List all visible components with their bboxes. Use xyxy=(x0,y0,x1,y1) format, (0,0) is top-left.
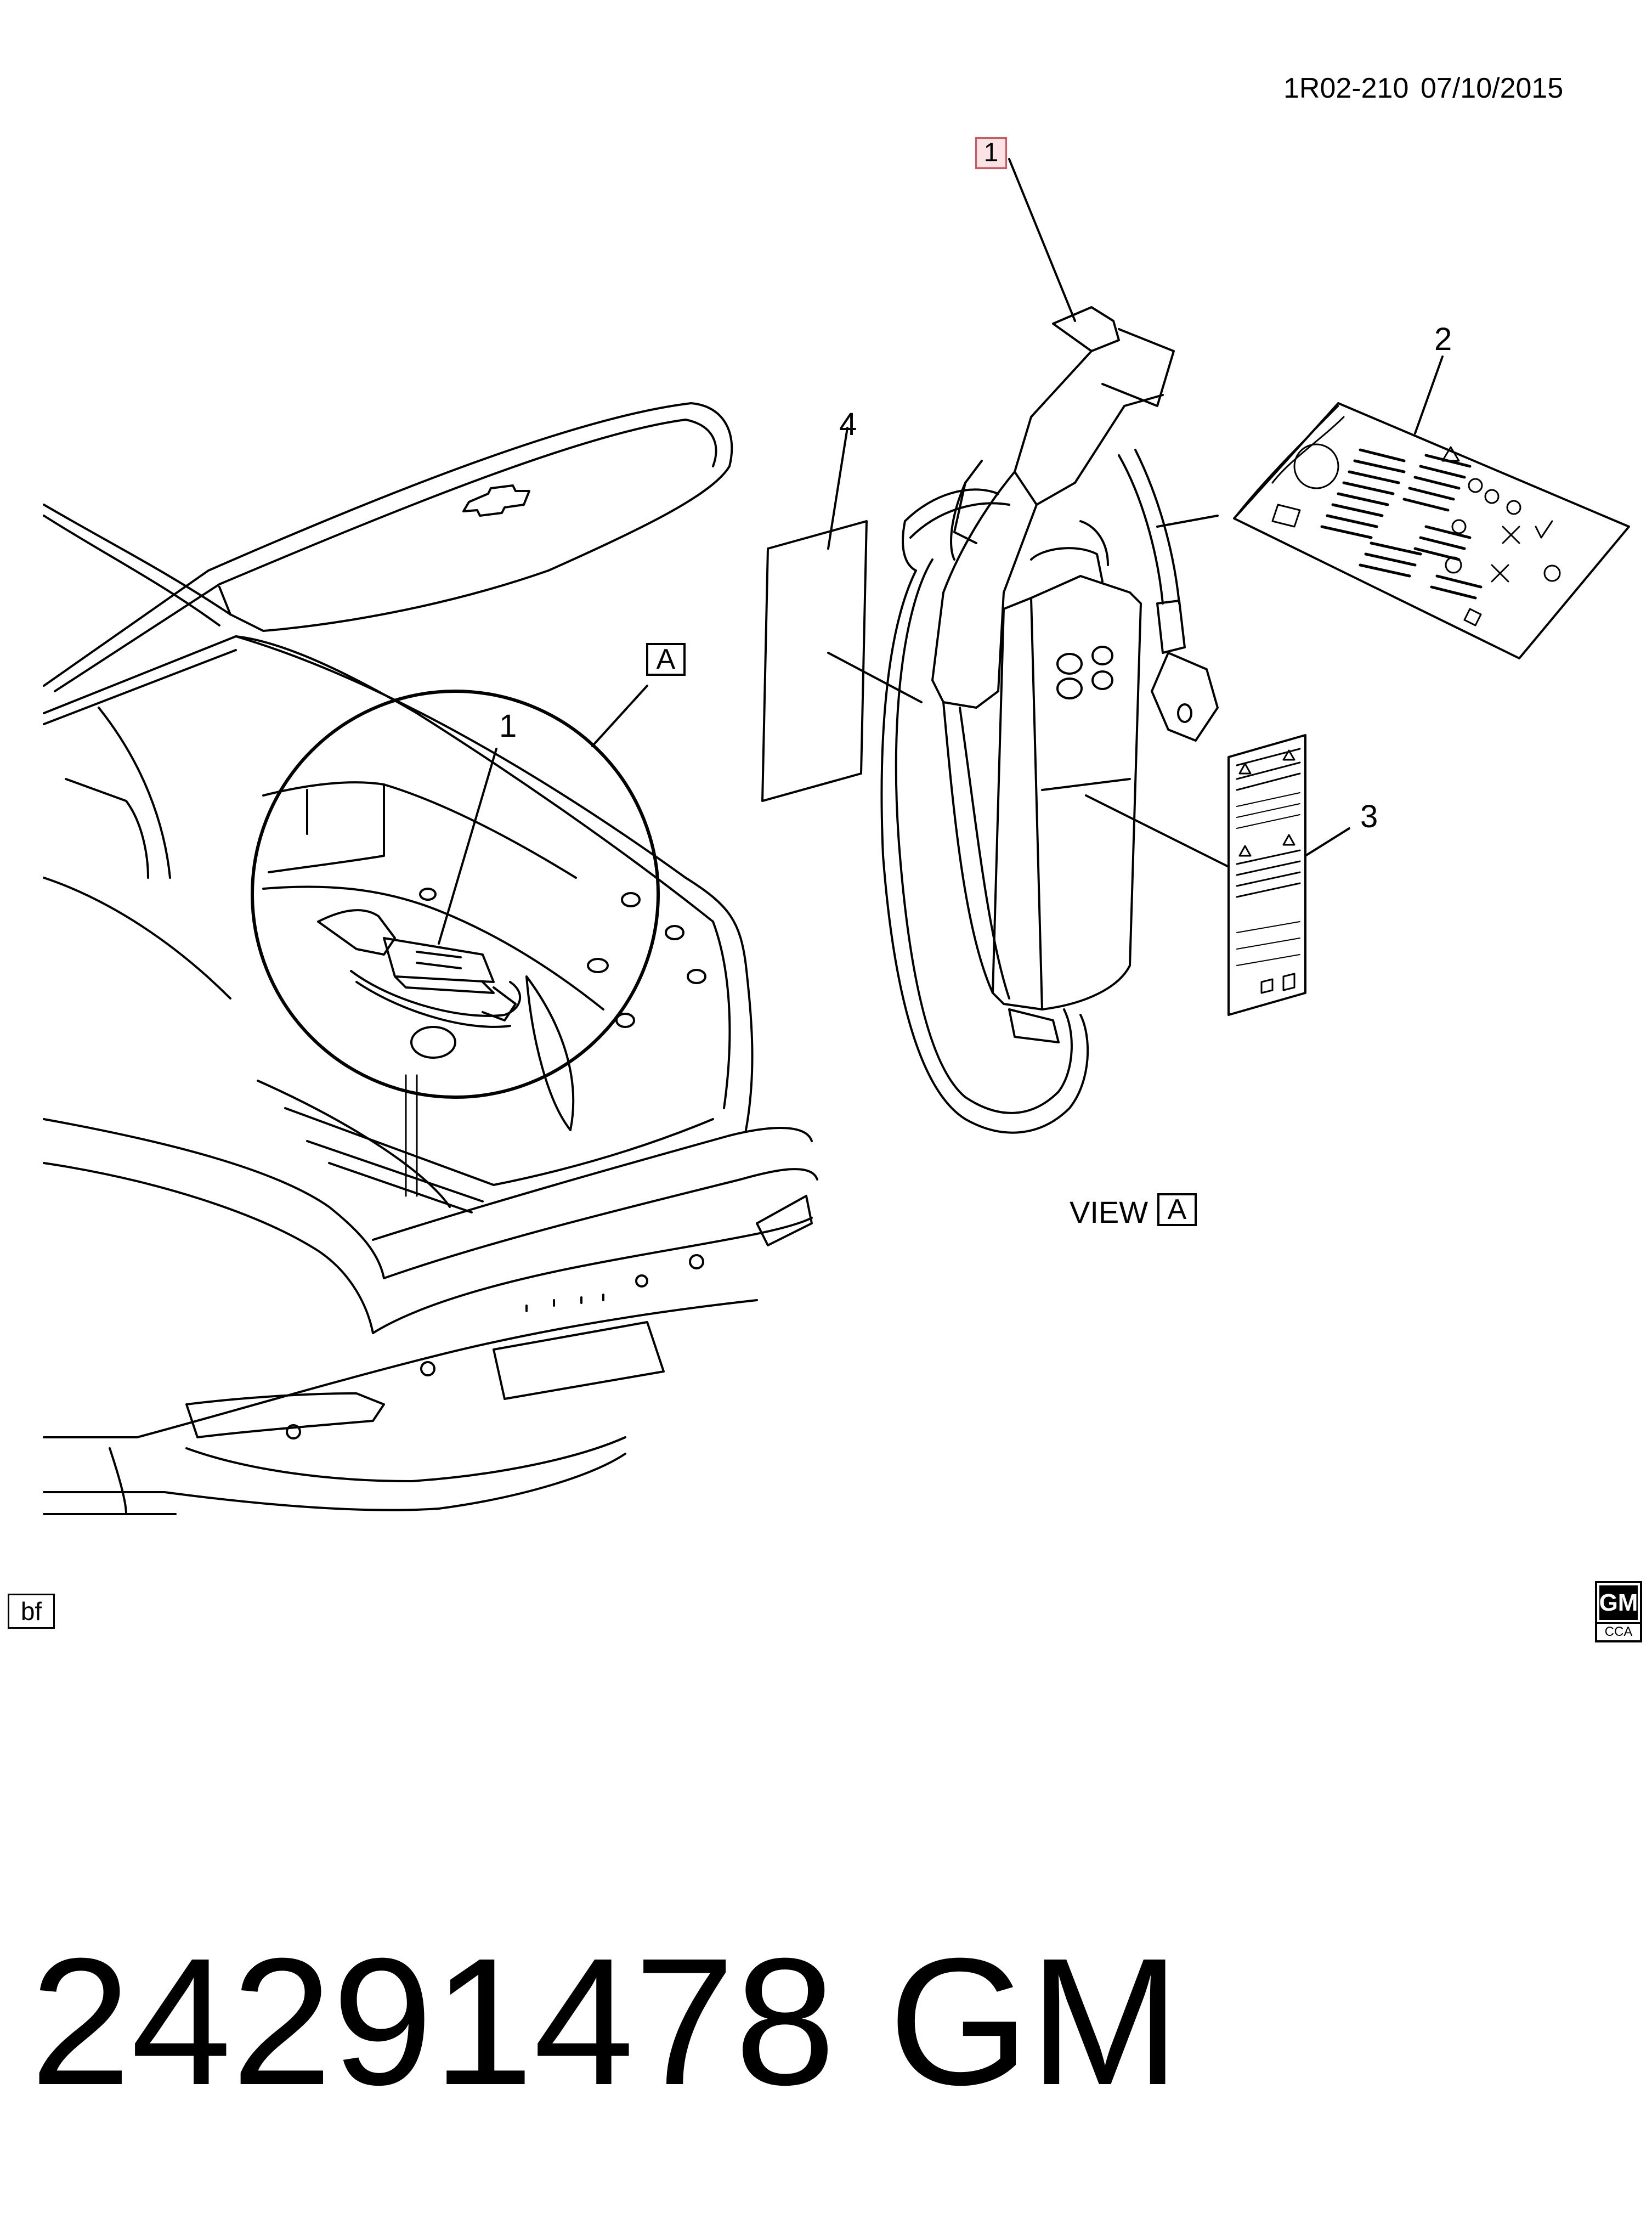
gm-logo-icon: GM CCA xyxy=(1595,1581,1642,1642)
part-number: 24291478 xyxy=(30,1920,836,2122)
warning-triangle-icon xyxy=(1441,446,1460,462)
part-3-label xyxy=(1085,734,1350,1016)
view-label: VIEW xyxy=(1070,1195,1149,1229)
header-code: 1R02-210 xyxy=(1283,72,1409,104)
footer-tag-bf: bf xyxy=(8,1594,55,1629)
gm-logo-text: GM xyxy=(1599,1585,1638,1620)
callout-4: 4 xyxy=(839,407,857,442)
callout-3: 3 xyxy=(1360,799,1378,834)
callout-2: 2 xyxy=(1434,321,1452,357)
chevrolet-bowtie-icon xyxy=(462,484,530,517)
view-label-ref: A xyxy=(1157,1193,1197,1226)
inset-detail-circle xyxy=(251,685,660,1099)
part-2-label xyxy=(1156,355,1630,659)
vehicle-rear-illustration xyxy=(43,402,818,1515)
charge-cord-illustration xyxy=(880,306,1219,1134)
view-ref-a: A xyxy=(646,643,686,676)
header-date: 07/10/2015 xyxy=(1421,72,1564,104)
part-brand: GM xyxy=(889,1920,1180,2122)
callout-1-inset: 1 xyxy=(499,708,517,744)
gm-logo-subtext: CCA xyxy=(1597,1622,1640,1640)
callout-1-highlight[interactable]: 1 xyxy=(975,137,1007,169)
part-4-sheet xyxy=(761,520,868,802)
